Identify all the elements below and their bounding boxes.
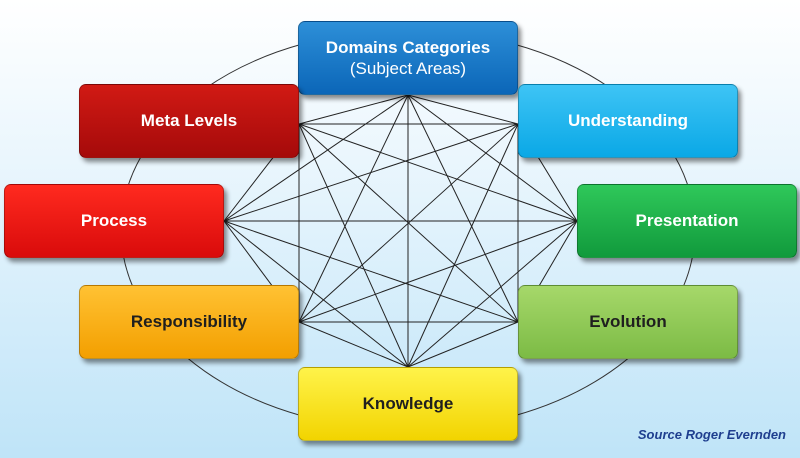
node-understanding: Understanding <box>518 84 738 158</box>
connection-line <box>407 94 519 125</box>
connection-line <box>407 321 519 368</box>
node-domains-categories: Domains Categories (Subject Areas) <box>298 21 518 95</box>
connection-line <box>407 94 519 323</box>
connection-line <box>298 94 409 323</box>
node-process: Process <box>4 184 224 258</box>
node-domains-label: Domains Categories <box>325 37 491 57</box>
source-credit: Source Roger Evernden <box>637 427 786 442</box>
connection-lines <box>223 94 578 368</box>
connection-line <box>223 220 519 323</box>
node-knowledge-label: Knowledge <box>362 394 454 414</box>
node-responsibility: Responsibility <box>79 285 299 359</box>
node-domains-sublabel: (Subject Areas) <box>349 59 467 78</box>
connection-line <box>298 321 409 368</box>
node-presentation: Presentation <box>577 184 797 258</box>
node-understanding-label: Understanding <box>568 111 688 131</box>
node-responsibility-label: Responsibility <box>130 312 248 332</box>
node-presentation-label: Presentation <box>635 211 739 231</box>
node-process-label: Process <box>80 211 148 231</box>
node-meta-label: Meta Levels <box>140 111 238 131</box>
connection-line <box>407 94 578 222</box>
connection-line <box>223 123 519 222</box>
connection-line <box>298 94 409 125</box>
connection-line <box>223 220 409 368</box>
node-evolution-label: Evolution <box>589 312 667 332</box>
node-knowledge: Knowledge <box>298 367 518 441</box>
connection-line <box>407 123 519 368</box>
node-evolution: Evolution <box>518 285 738 359</box>
connection-line <box>407 220 578 368</box>
connection-line <box>298 123 519 323</box>
connection-line <box>223 94 409 222</box>
connection-line <box>298 123 578 222</box>
connection-line <box>298 123 409 368</box>
connection-line <box>298 220 578 323</box>
node-meta-levels: Meta Levels <box>79 84 299 158</box>
